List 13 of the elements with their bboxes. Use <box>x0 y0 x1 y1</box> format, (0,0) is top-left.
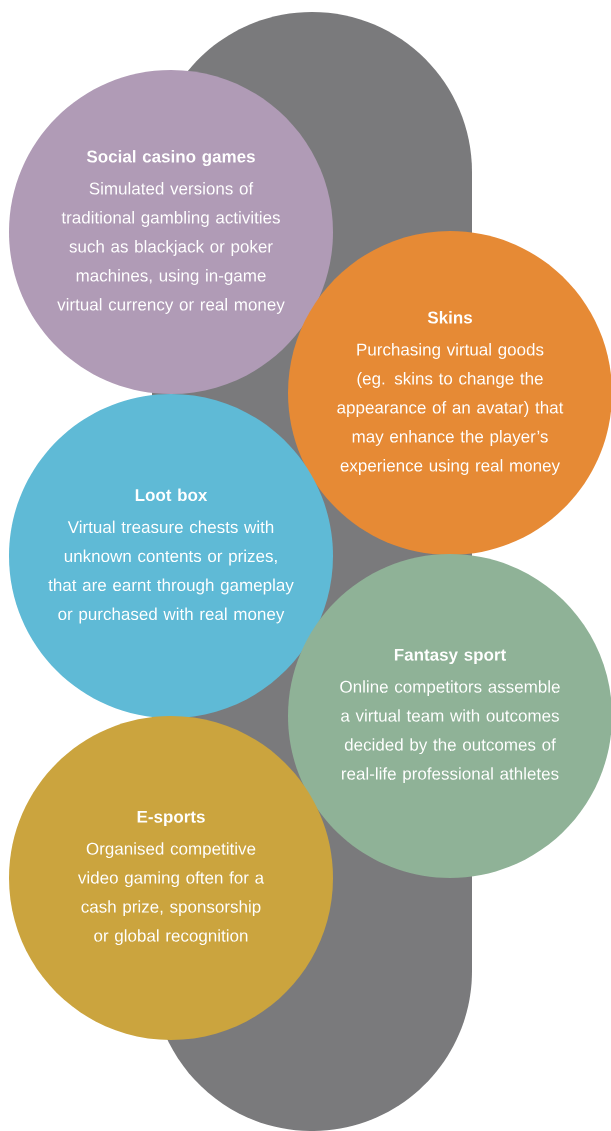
node-heading: Fantasy sport <box>394 648 506 665</box>
node-heading: Skins <box>427 311 472 324</box>
node-heading: Loot box <box>135 488 208 502</box>
node-description: Online competitors assemble a virtual team with outcomes decided by the outcomes of real-life professional athletes <box>340 680 560 784</box>
circle-node <box>9 716 333 1040</box>
node-heading: Social casino games <box>86 150 255 166</box>
node-heading: E-sports <box>137 810 205 827</box>
node-description: Organised competitive video gaming often for a cash prize, sponsorship or global recognition <box>78 842 265 946</box>
node-description: Simulated versions of traditional gambling activities such as blackjack or poker machines, using in-game virtual currency or real money <box>57 182 285 314</box>
node-description: Virtual treasure chests with unknown contents or prizes, that are earnt through gameplay or purchased with real money <box>48 520 294 624</box>
circle-node <box>9 394 333 718</box>
circle-node <box>9 70 333 394</box>
node-description: Purchasing virtual goods (eg. skins to change the appearance of an avatar) that may enhance the player’s experience using real money <box>337 343 564 475</box>
